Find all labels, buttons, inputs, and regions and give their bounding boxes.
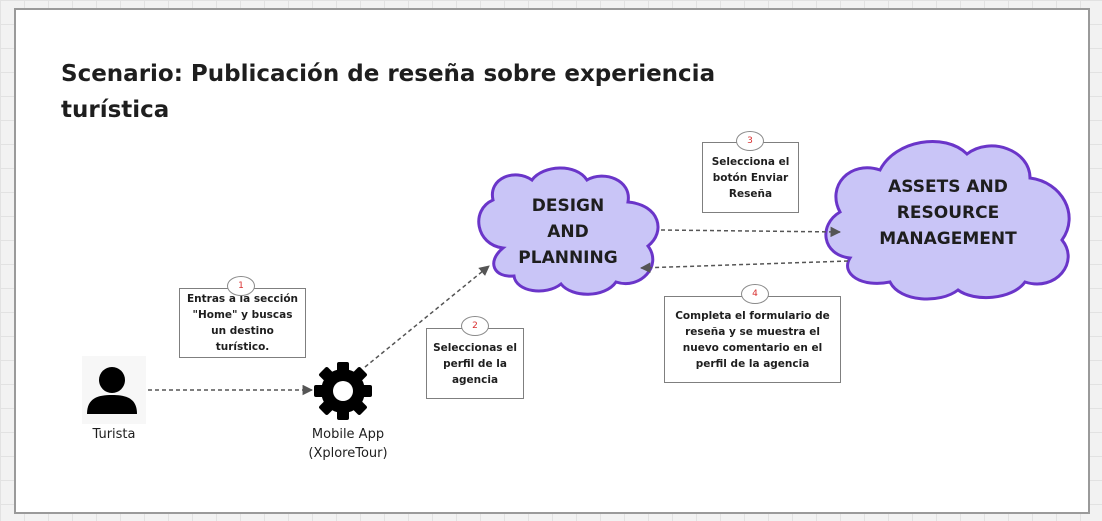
gear-icon xyxy=(314,362,372,420)
step-note-2: Seleccionas el perfil de la agencia xyxy=(426,328,524,399)
assets-and-resource-management-cloud[interactable] xyxy=(824,140,1071,301)
step-note-4: Completa el formulario de reseña y se mu… xyxy=(664,296,841,383)
mobile-app-label: Mobile App (XploreTour) xyxy=(308,427,388,461)
design-cloud-label: DESIGN AND PLANNING xyxy=(518,196,618,268)
step-badge-2: 2 xyxy=(461,316,489,336)
step-note-1-text: Entras a la sección "Home" y buscas un d… xyxy=(186,293,299,353)
assets-cloud-label: ASSETS AND RESOURCE MANAGEMENT xyxy=(879,177,1017,249)
step-badge-3: 3 xyxy=(736,131,764,151)
step-badge-4: 4 xyxy=(741,284,769,304)
person-icon xyxy=(82,356,146,424)
arrow-design-to-assets xyxy=(660,226,842,238)
step-note-4-text: Completa el formulario de reseña y se mu… xyxy=(675,309,830,370)
step-badge-1: 1 xyxy=(227,276,255,296)
arrow-assets-to-design xyxy=(639,260,849,273)
step-note-3: Selecciona el botón Enviar Reseña xyxy=(702,142,799,213)
step-note-1: Entras a la sección "Home" y buscas un d… xyxy=(179,288,306,358)
step-note-3-text: Selecciona el botón Enviar Reseña xyxy=(711,155,790,200)
design-and-planning-cloud[interactable] xyxy=(477,166,660,296)
step-note-2-text: Seleccionas el perfil de la agencia xyxy=(433,341,517,386)
page-title: Scenario: Publicación de reseña sobre ex… xyxy=(61,61,716,123)
tourist-label: Turista xyxy=(92,427,136,442)
arrow-app-to-design xyxy=(364,265,490,368)
